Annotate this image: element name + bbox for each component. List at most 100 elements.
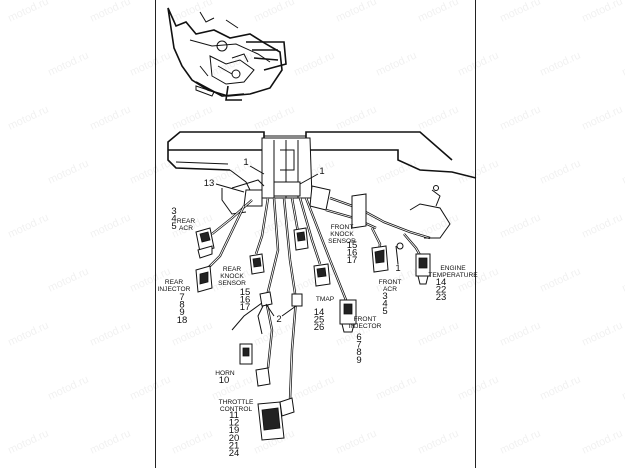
- callout-1-right: 1: [319, 166, 324, 177]
- watermark-text: motod.ru: [416, 103, 460, 132]
- watermark-text: motod.ru: [620, 265, 625, 294]
- horn-callout: 10: [219, 375, 230, 386]
- leader-lines: [215, 165, 399, 317]
- engine-temperature-callout: 23: [436, 292, 447, 303]
- throttle-control-callout: 24: [229, 448, 240, 459]
- watermark-text: motod.ru: [6, 427, 50, 456]
- front-acr-label: ACR: [383, 286, 397, 293]
- throttle-control-connector: [257, 397, 295, 441]
- front-injector-label: INJECTOR: [349, 323, 382, 330]
- throttle-control-callout: 20: [229, 433, 240, 444]
- throttle-control-callout: 19: [229, 425, 240, 436]
- watermark-text: motod.ru: [580, 211, 624, 240]
- front-knock-sensor-connector: [293, 227, 309, 251]
- tmap-label: TMAP: [316, 296, 335, 303]
- rear-injector-label: INJECTOR: [158, 286, 191, 293]
- watermark-text: motod.ru: [416, 0, 460, 25]
- watermark-text: motod.ru: [128, 373, 172, 402]
- watermark-text: motod.ru: [128, 157, 172, 186]
- watermark-text: motod.ru: [620, 373, 625, 402]
- rear-injector-callout: 8: [179, 300, 184, 311]
- watermark-text: motod.ru: [170, 427, 214, 456]
- watermark-text: motod.ru: [88, 0, 132, 25]
- branch-wires: [203, 197, 426, 401]
- rear-acr-label: ACR: [179, 225, 193, 232]
- watermark-text: motod.ru: [334, 0, 378, 25]
- engine-temperature-callout: 14: [436, 277, 447, 288]
- watermark-text: motod.ru: [170, 103, 214, 132]
- watermark-layer: motod.ru motod.ru motod.ru motod.ru motod.ru…: [6, 0, 625, 457]
- rear-acr-callout: 5: [171, 221, 176, 232]
- watermark-text: motod.ru: [252, 319, 296, 348]
- rear-knock-sensor-label: SENSOR: [218, 280, 246, 287]
- tmap-callout: 14: [314, 307, 325, 318]
- throttle-control-callout: 21: [229, 440, 240, 451]
- watermark-text: motod.ru: [6, 0, 50, 25]
- frame-rails: [167, 131, 477, 195]
- callout-2: 2: [276, 314, 281, 325]
- label-layer: REARACRREARINJECTORREARKNOCKSENSORTMAPFR…: [158, 157, 479, 459]
- watermark-text: motod.ru: [620, 157, 625, 186]
- throttle-control-label: THROTTLE: [219, 399, 254, 406]
- front-knock-sensor-label: SENSOR: [328, 238, 356, 245]
- watermark-text: motod.ru: [580, 103, 624, 132]
- watermark-text: motod.ru: [456, 373, 500, 402]
- watermark-text: motod.ru: [88, 319, 132, 348]
- front-injector-label: FRONT: [354, 316, 377, 323]
- rear-knock-sensor-label: REAR: [223, 266, 242, 273]
- horn-label: HORN: [215, 370, 235, 377]
- front-acr-callout: 3: [382, 291, 387, 302]
- front-injector-connector: [339, 299, 357, 333]
- engine-temperature-label: TEMPERATURE: [428, 272, 478, 279]
- watermark-text: motod.ru: [88, 103, 132, 132]
- front-injector-callout: 9: [356, 355, 361, 366]
- watermark-text: motod.ru: [292, 373, 336, 402]
- throttle-control-callout: 11: [229, 410, 239, 421]
- watermark-text: motod.ru: [374, 157, 418, 186]
- watermark-text: motod.ru: [498, 0, 542, 25]
- connectors: [195, 227, 431, 441]
- rear-acr-callout: 4: [171, 214, 176, 225]
- frame-right-line: [475, 0, 476, 468]
- right-harness: [325, 185, 451, 250]
- front-knock-sensor-callout: 17: [347, 255, 358, 266]
- watermark-text: motod.ru: [88, 427, 132, 456]
- watermark-text: motod.ru: [46, 373, 90, 402]
- watermark-text: motod.ru: [538, 49, 582, 78]
- tmap-callout: 26: [314, 322, 325, 333]
- watermark-text: motod.ru: [252, 0, 296, 25]
- watermark-text: motod.ru: [6, 319, 50, 348]
- watermark-text: motod.ru: [498, 427, 542, 456]
- watermark-text: motod.ru: [580, 0, 624, 25]
- motorcycle-thumbnail: [167, 7, 287, 101]
- engine-temperature-callout: 22: [436, 285, 447, 296]
- front-knock-sensor-callout: 15: [347, 240, 358, 251]
- watermark-text: motod.ru: [456, 157, 500, 186]
- watermark-text: motod.ru: [334, 103, 378, 132]
- callout-1-lower: 1: [395, 263, 400, 274]
- rear-knock-sensor-callout: 17: [240, 302, 251, 313]
- watermark-text: motod.ru: [580, 427, 624, 456]
- watermark-text: motod.ru: [498, 319, 542, 348]
- front-knock-sensor-label: FRONT: [331, 224, 354, 231]
- callout-1-left: 1: [243, 157, 248, 168]
- watermark-text: motod.ru: [416, 319, 460, 348]
- rear-knock-sensor-connector: [249, 253, 265, 275]
- front-knock-sensor-callout: 16: [347, 248, 358, 259]
- watermark-text: motod.ru: [88, 211, 132, 240]
- rear-knock-sensor-callout: 16: [240, 295, 251, 306]
- central-harness: [221, 137, 331, 215]
- callout-13: 13: [204, 178, 215, 189]
- frame-left-line: [155, 0, 156, 468]
- front-acr-label: FRONT: [379, 279, 402, 286]
- front-acr-callout: 5: [382, 306, 387, 317]
- front-injector-callout: 6: [356, 332, 361, 343]
- watermark-text: motod.ru: [538, 373, 582, 402]
- rear-injector-callout: 9: [179, 307, 184, 318]
- tmap-connector: [313, 263, 331, 287]
- watermark-text: motod.ru: [128, 49, 172, 78]
- rear-acr-label: REAR: [177, 218, 196, 225]
- rear-injector-callout: 7: [179, 292, 184, 303]
